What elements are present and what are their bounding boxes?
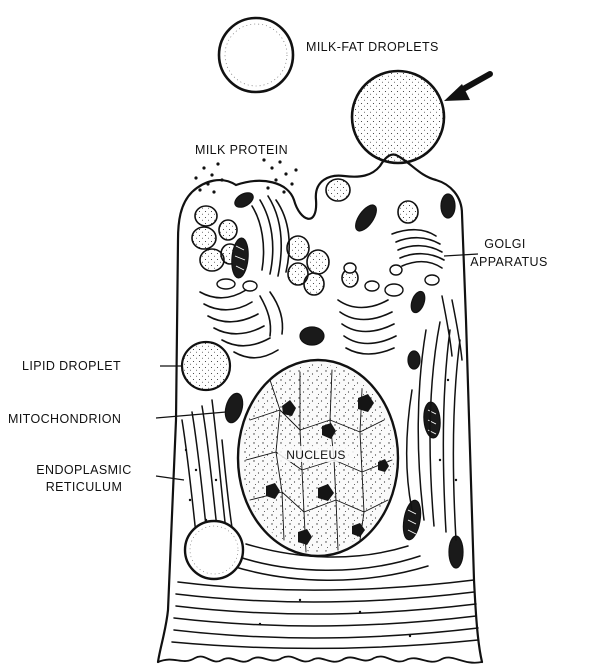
secretory-vesicles — [192, 179, 418, 295]
golgi-apparatus-label-line1: GOLGI — [484, 237, 526, 251]
milk-fat-droplet-free — [219, 18, 293, 92]
mitochondrion-label: MITOCHONDRION — [8, 412, 121, 426]
milk-fat-droplets-label: MILK-FAT DROPLETS — [306, 40, 439, 54]
arrow-icon — [444, 74, 490, 101]
endoplasmic-reticulum-label-line2: RETICULUM — [46, 480, 123, 494]
cell-base — [158, 656, 482, 662]
lipid-droplet-lower — [185, 521, 243, 579]
nucleus-label: NUCLEUS — [286, 448, 345, 462]
milk-protein-label: MILK PROTEIN — [195, 143, 288, 157]
endoplasmic-reticulum-label-line1: ENDOPLASMIC — [36, 463, 131, 477]
lipid-droplet — [182, 342, 230, 390]
milk-protein-granules — [194, 158, 297, 193]
milk-fat-droplet-budding — [352, 71, 444, 163]
golgi-apparatus-label-line2: APPARATUS — [470, 255, 547, 269]
lipid-droplet-label: LIPID DROPLET — [22, 359, 121, 373]
